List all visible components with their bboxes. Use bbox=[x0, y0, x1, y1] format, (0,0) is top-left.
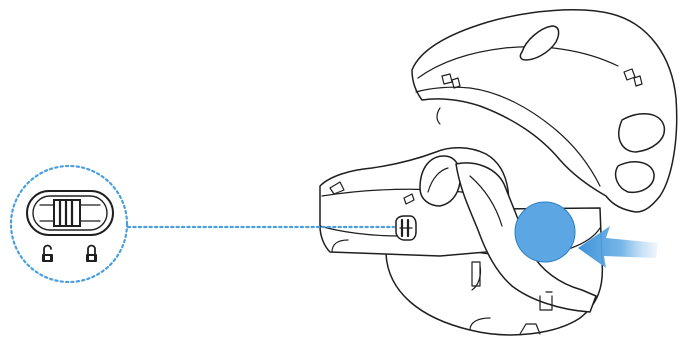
release-button-highlight bbox=[515, 202, 575, 262]
lock-switch-callout bbox=[11, 166, 127, 282]
zoomed-slider-switch bbox=[27, 191, 113, 235]
body-slider-switch bbox=[396, 216, 416, 240]
